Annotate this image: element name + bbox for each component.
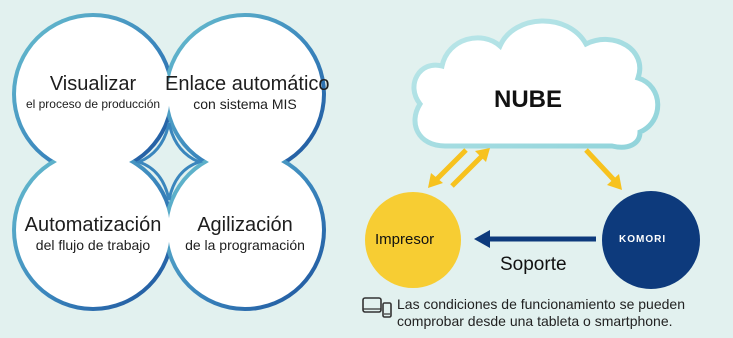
- komori-node: [602, 191, 700, 289]
- printer-label: Impresor: [375, 231, 435, 248]
- benefit-title: Automatización: [24, 214, 162, 236]
- footnote-line: comprobar desde una tableta o smartphone…: [397, 313, 673, 329]
- benefit-title: Enlace automático: [165, 73, 330, 95]
- benefit-subtitle: el proceso de producción: [25, 97, 161, 111]
- benefit-title: Visualizar: [49, 73, 137, 95]
- benefit-circle-fills: [16, 17, 322, 307]
- footnote-line: Las condiciones de funcionamiento se pue…: [397, 296, 685, 312]
- support-arrow: [474, 230, 596, 248]
- support-label: Soporte: [500, 254, 567, 275]
- printer-cloud-arrows: [428, 148, 490, 188]
- cloud-label: NUBE: [494, 86, 563, 113]
- center-star-gap: [134, 122, 204, 201]
- benefit-subtitle: del flujo de trabajo: [35, 237, 151, 253]
- benefit-subtitle: de la programación: [185, 237, 305, 253]
- benefit-mis-link: Enlace automático con sistema MIS: [165, 72, 330, 112]
- tablet-smartphone-icon: [362, 297, 392, 318]
- benefit-automation: Automatización del flujo de trabajo: [13, 213, 173, 253]
- benefit-subtitle: con sistema MIS: [193, 96, 297, 112]
- benefit-scheduling: Agilización de la programación: [165, 213, 325, 253]
- komori-logo: KOMORI: [619, 234, 667, 245]
- benefit-visualize: Visualizar el proceso de producción: [13, 72, 173, 112]
- cloud-komori-arrow: [584, 148, 622, 190]
- cloud-shape: [411, 18, 661, 150]
- printer-node: [365, 192, 461, 288]
- benefit-title: Agilización: [197, 214, 293, 236]
- footnote: Las condiciones de funcionamiento se pue…: [397, 296, 685, 330]
